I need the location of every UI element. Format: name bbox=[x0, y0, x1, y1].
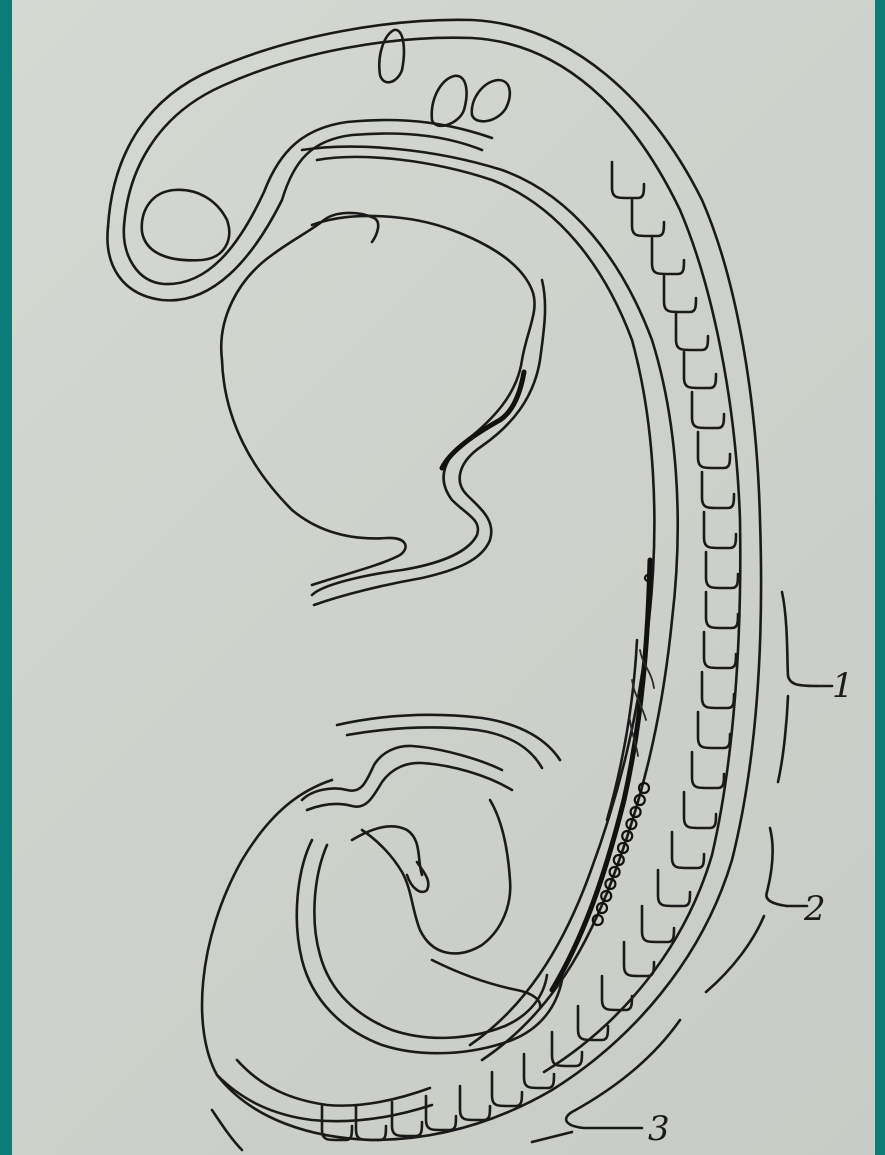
somite-block bbox=[392, 1102, 422, 1136]
somite-block bbox=[524, 1054, 554, 1088]
somite-block bbox=[692, 752, 724, 788]
somite-block bbox=[658, 870, 690, 906]
tail-region bbox=[297, 715, 562, 1053]
embryo-outer-outline bbox=[107, 20, 761, 1140]
somite-block bbox=[698, 712, 730, 748]
somite-block bbox=[704, 512, 736, 548]
somite-block bbox=[706, 592, 738, 628]
somite-block bbox=[676, 314, 708, 350]
head-vesicle bbox=[142, 190, 229, 261]
neural-cells bbox=[379, 30, 510, 126]
somite-block bbox=[426, 1096, 456, 1130]
label-1: 1 bbox=[832, 666, 854, 706]
neural-tube bbox=[302, 147, 678, 1060]
somite-block bbox=[704, 632, 736, 668]
embryo-diagram: 1 2 3 bbox=[12, 0, 875, 1155]
heart-region bbox=[221, 213, 545, 605]
somite-block bbox=[492, 1072, 522, 1106]
somite-block bbox=[702, 472, 734, 508]
somite-block bbox=[692, 392, 724, 428]
somite-block bbox=[684, 352, 716, 388]
somite-block bbox=[698, 432, 730, 468]
somite-block bbox=[702, 672, 734, 708]
somite-block bbox=[612, 162, 644, 198]
somite-block bbox=[664, 276, 696, 312]
somite-block bbox=[624, 942, 654, 976]
somite-block bbox=[460, 1086, 490, 1120]
label-1-bracket: 1 bbox=[778, 592, 854, 782]
somite-block bbox=[356, 1106, 386, 1140]
label-2: 2 bbox=[803, 889, 826, 929]
somite-block bbox=[672, 832, 704, 868]
somite-block bbox=[652, 238, 684, 274]
figure-photo: 1 2 3 bbox=[12, 0, 875, 1155]
label-3: 3 bbox=[648, 1109, 670, 1149]
somite-block bbox=[684, 792, 716, 828]
somite-block bbox=[632, 200, 664, 236]
somite-block bbox=[706, 552, 738, 588]
somite-block bbox=[642, 906, 674, 942]
label-2-bracket: 2 bbox=[706, 828, 826, 992]
